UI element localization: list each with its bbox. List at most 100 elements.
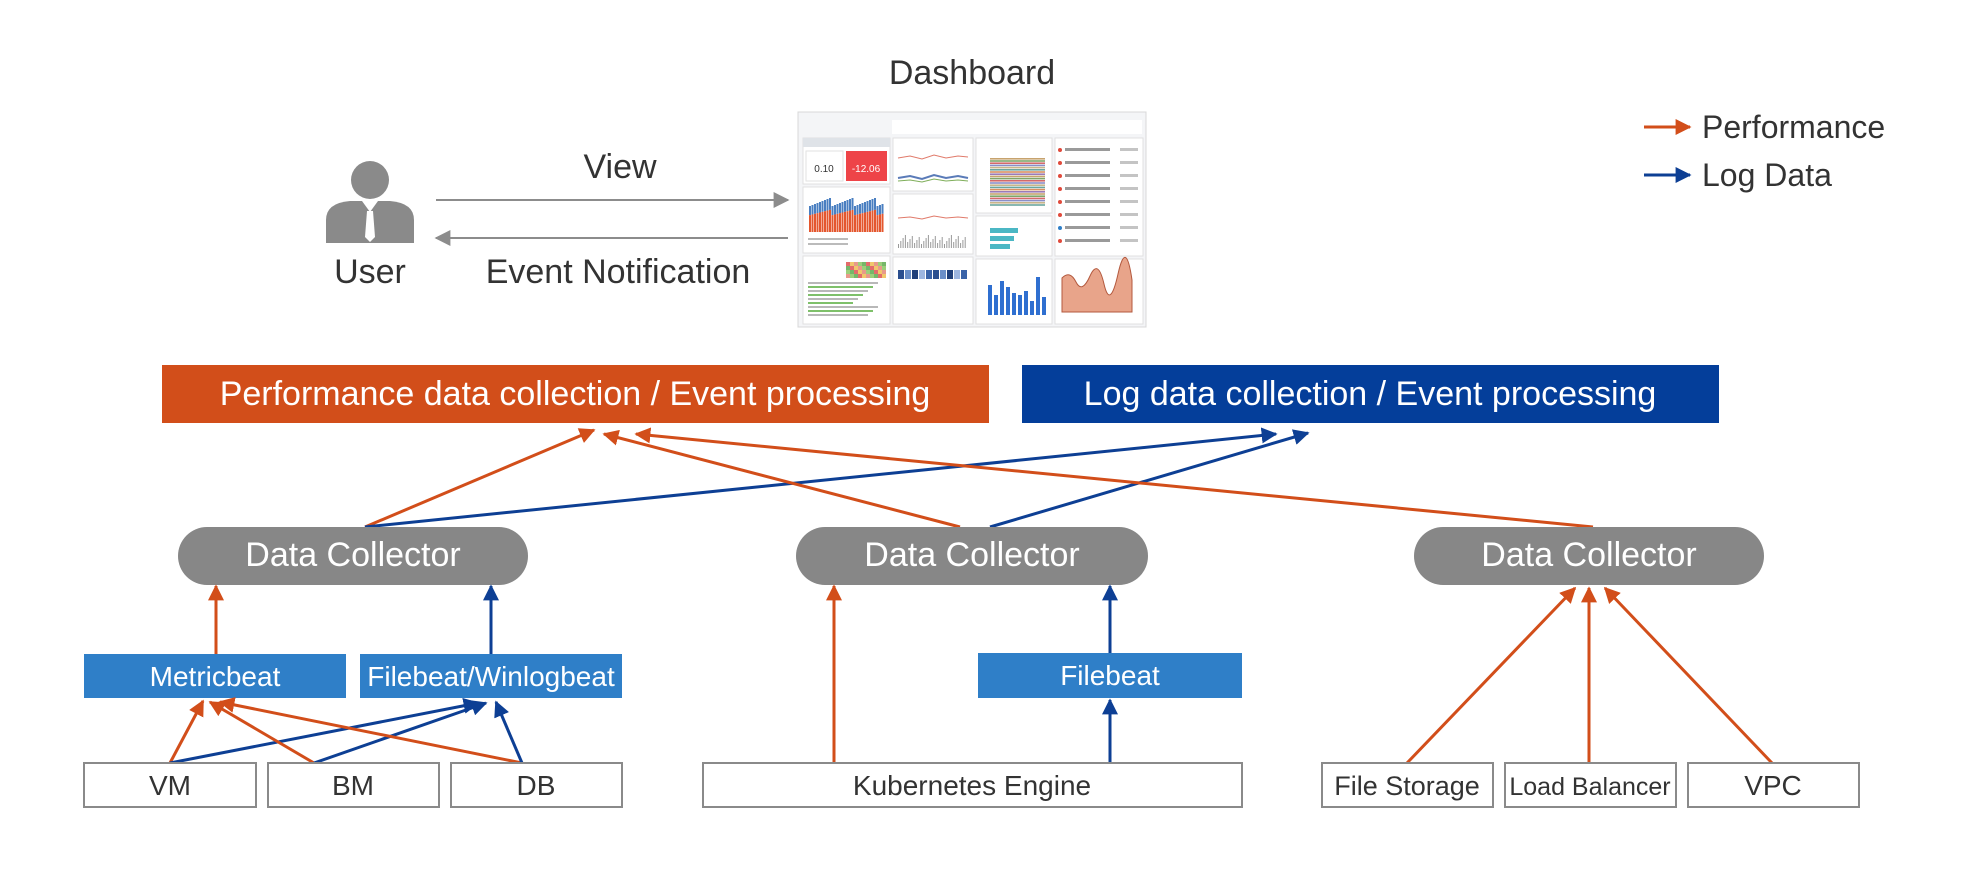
data-collector-3 (1414, 527, 1764, 585)
thumb-bar-segment (854, 206, 856, 216)
thumb-strip-cell (919, 270, 925, 279)
thumb-bar-segment (809, 215, 811, 232)
thumb-bar-segment (836, 204, 839, 214)
thumb-heat-cell (866, 274, 870, 278)
thumb-heat-cell (850, 266, 854, 270)
thumb-list-dot (1058, 239, 1062, 243)
thumb-stripe (990, 184, 1045, 186)
thumb-heat-cell (846, 266, 850, 270)
thumb-heat-cell (846, 274, 850, 278)
thumb-heat-cell (862, 266, 866, 270)
thumb-bar-segment (811, 205, 814, 215)
thumb-bar-segment (851, 198, 854, 210)
thumb-spike (902, 238, 904, 248)
thumb-list-line (1065, 200, 1110, 203)
thumb-spike (964, 237, 966, 248)
thumb-spike (941, 237, 943, 248)
thumb-heat-cell (850, 270, 854, 274)
thumb-heat-cell (870, 262, 874, 266)
source-to-agent-arrows (168, 586, 1774, 765)
data-collector-3-label: Data Collector (1481, 536, 1696, 574)
thumb-bar-segment (819, 202, 821, 213)
thumb-strip-cell (947, 270, 953, 279)
filebeat-label: Filebeat (1060, 660, 1160, 691)
thumb-heat-cell (862, 274, 866, 278)
thumb-spike (950, 235, 952, 248)
thumb-bar-segment (836, 213, 839, 232)
thumb-heat-row (808, 286, 873, 288)
thumb-spike (948, 238, 950, 248)
thumb-spike (927, 235, 929, 248)
thumb-spike (923, 241, 925, 248)
thumb-bar-segment (839, 213, 841, 232)
bm-log-arrow (313, 700, 488, 765)
thumb-stripe (990, 182, 1045, 184)
thumb-strip-cell (961, 270, 967, 279)
thumb-heat-cell (846, 270, 850, 274)
thumb-stripe (990, 169, 1045, 171)
kpi-value-1: 0.10 (814, 164, 834, 175)
thumb-bar-segment (871, 199, 874, 211)
thumb-heat-cell (858, 262, 862, 266)
thumb-spike (918, 237, 920, 248)
thumb-spike (907, 242, 909, 248)
thumb-spike (962, 240, 964, 248)
thumb-heat-cell (882, 262, 886, 266)
performance-processing-label: Performance data collection / Event proc… (220, 375, 931, 413)
thumb-list-dot (1058, 187, 1062, 191)
thumb-blue-bar (1006, 287, 1010, 315)
filebeat-box (978, 653, 1242, 698)
thumb-bar-segment (879, 214, 881, 232)
thumb-strip-cell (926, 270, 932, 279)
thumbnail-stripe-chart (990, 158, 1045, 206)
thumb-blue-bar (1000, 281, 1004, 315)
thumb-spike (916, 240, 918, 248)
thumb-bar-segment (876, 206, 879, 216)
legend-performance-label: Performance (1702, 109, 1885, 145)
thumb-spike (953, 242, 955, 248)
thumb-heat-cell (854, 274, 858, 278)
thumb-heat-cell (874, 274, 878, 278)
thumb-heat-row (808, 302, 853, 304)
thumb-heat-cell (858, 274, 862, 278)
thumbnail-spike-chart (898, 235, 966, 248)
thumb-bar-segment (816, 203, 819, 214)
thumb-stripe (990, 188, 1045, 191)
thumbnail-event-list (1058, 148, 1138, 243)
thumb-blue-bar (994, 295, 998, 315)
thumb-heat-cell (870, 270, 874, 274)
thumb-bar-segment (831, 215, 834, 232)
thumb-list-time (1120, 200, 1138, 203)
thumb-bar-segment (854, 215, 856, 232)
vm-label: VM (149, 770, 191, 801)
thumb-heat-row (808, 314, 868, 316)
bm-label: BM (332, 770, 374, 801)
thumb-bar-segment (834, 214, 836, 232)
thumb-heat-cell (878, 262, 882, 266)
legend-log-label: Log Data (1702, 157, 1832, 193)
thumb-spike (937, 243, 939, 248)
kpi-alert-box (846, 151, 887, 181)
thumb-bar-segment (811, 214, 814, 232)
kubernetes-engine-label: Kubernetes Engine (853, 770, 1091, 801)
thumb-heat-row (808, 306, 878, 308)
thumb-list-line (1065, 213, 1110, 216)
thumb-bar-segment (819, 212, 821, 232)
thumb-bar-segment (859, 213, 861, 232)
thumb-bar-segment (849, 210, 851, 232)
thumb-heat-cell (878, 266, 882, 270)
thumb-bar-segment (861, 213, 864, 232)
thumb-bar-segment (846, 200, 849, 212)
thumb-spike (898, 244, 899, 248)
thumb-blue-bar (1036, 277, 1040, 315)
view-label: View (583, 148, 657, 186)
thumb-spike (932, 239, 934, 248)
thumb-list-dot (1058, 161, 1062, 165)
thumb-spike (911, 236, 913, 248)
thumb-spike (909, 239, 911, 248)
thumb-strip-cell (954, 270, 960, 279)
thumb-strip-cell (940, 270, 946, 279)
event-notification-label: Event Notification (486, 253, 751, 291)
thumb-heat-cell (850, 274, 854, 278)
